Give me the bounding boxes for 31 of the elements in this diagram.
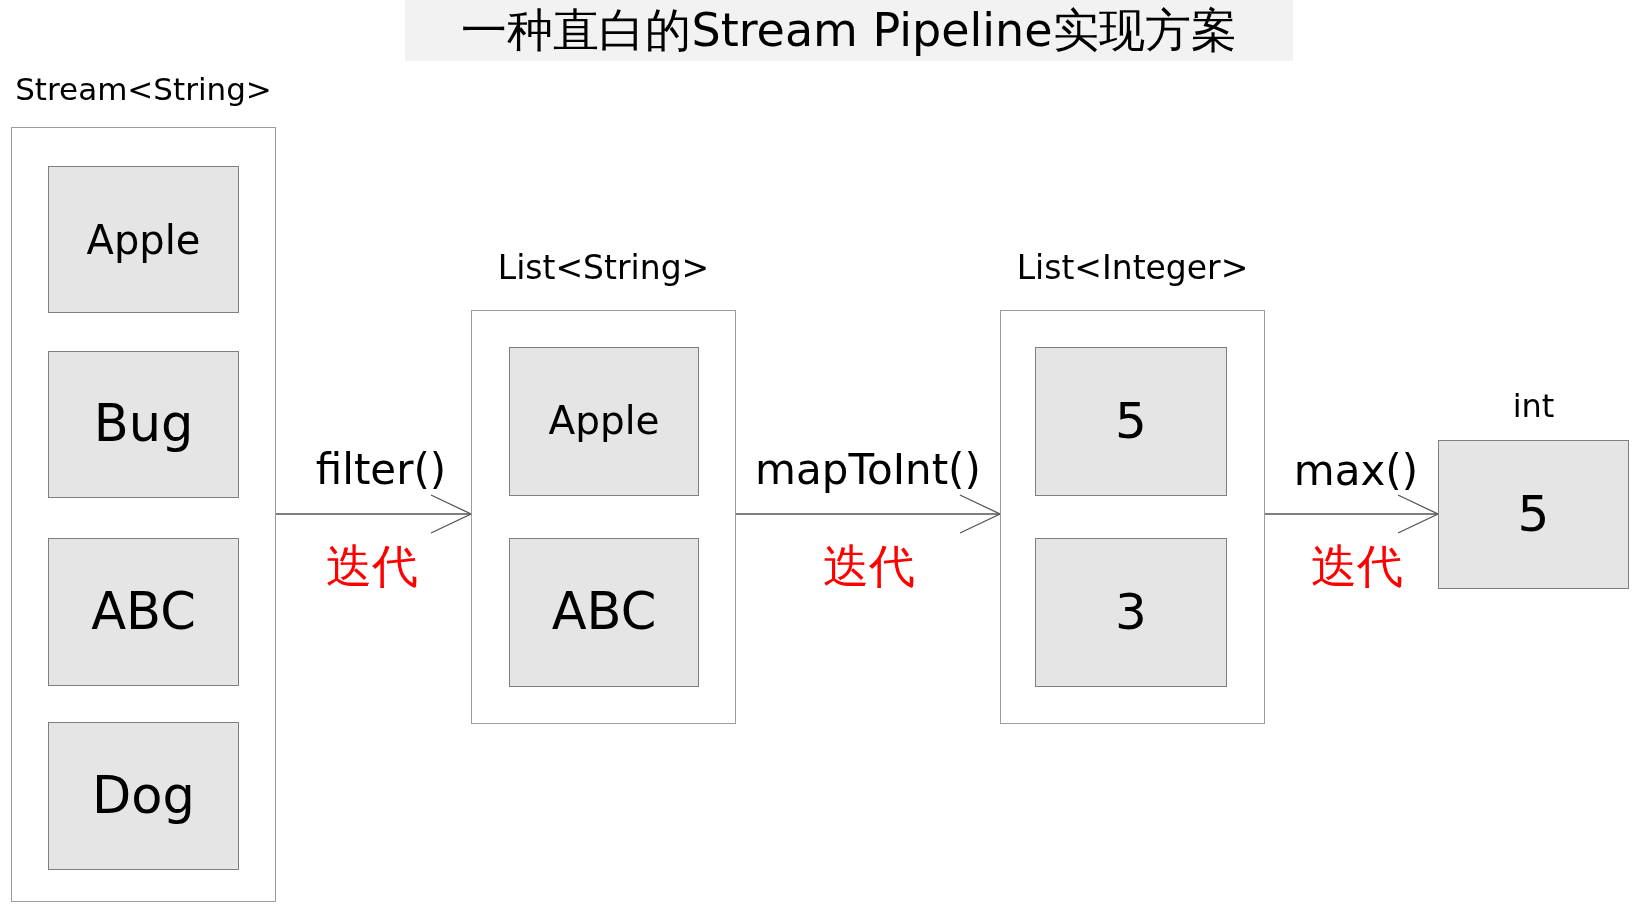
box-heading: int xyxy=(1512,388,1555,425)
annotation-text: 迭代 xyxy=(823,539,915,593)
value-text: ABC xyxy=(91,582,196,642)
value-box xyxy=(48,538,239,686)
value-text: Bug xyxy=(93,395,194,454)
box-heading: List<Integer> xyxy=(1016,249,1249,287)
value-box xyxy=(509,347,699,496)
value-text: 5 xyxy=(1115,392,1147,451)
diagram-title: 一种直白的Stream Pipeline实现方案 xyxy=(405,0,1293,61)
value-text: 3 xyxy=(1115,583,1147,642)
value-text: 5 xyxy=(1517,485,1550,544)
value-box xyxy=(48,722,239,870)
value-text: ABC xyxy=(551,583,657,642)
edge-label: max() xyxy=(1293,446,1419,496)
annotation-text: 迭代 xyxy=(1311,539,1403,593)
box-heading: Stream<String> xyxy=(15,72,272,108)
value-box xyxy=(1035,538,1227,687)
box-heading: List<String> xyxy=(497,249,710,287)
edge-label: mapToInt() xyxy=(755,445,981,495)
value-text: Dog xyxy=(92,766,195,826)
value-text: Apple xyxy=(548,399,660,444)
value-box xyxy=(48,166,239,313)
value-box xyxy=(1035,347,1227,496)
annotation-text: 迭代 xyxy=(326,539,418,593)
arrow xyxy=(735,494,1001,534)
arrow xyxy=(275,494,472,534)
value-box xyxy=(509,538,699,687)
value-box xyxy=(48,351,239,498)
arrow xyxy=(1264,494,1439,534)
value-text: Apple xyxy=(86,216,201,263)
edge-label: filter() xyxy=(315,445,447,495)
